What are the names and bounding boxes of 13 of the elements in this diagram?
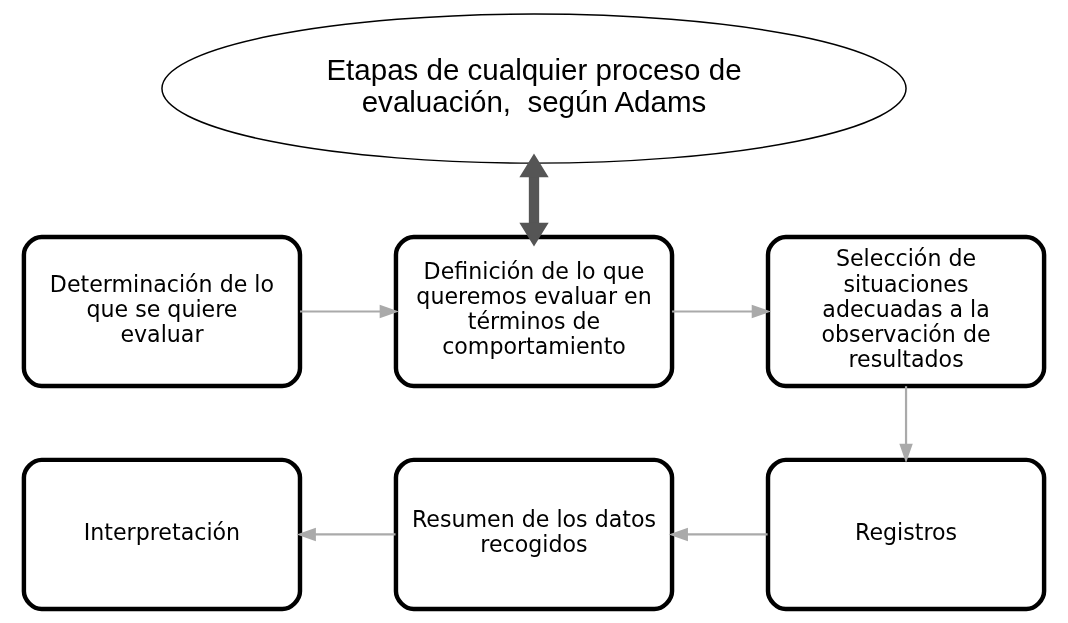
arrow — [300, 304, 399, 319]
node-box: Registros — [765, 457, 1047, 612]
node-box: Definición de lo que queremos evaluar en términos de comportamiento — [393, 234, 675, 389]
arrow — [519, 153, 549, 247]
node-box: Selección de situaciones adecuadas a la observación de resultados — [765, 234, 1047, 389]
node-ellipse: Etapas de cualquier proceso de evaluación, según Adams — [161, 13, 907, 164]
arrow — [899, 386, 913, 463]
arrow — [672, 304, 771, 319]
node-box: Determinación de lo que se quiere evaluar — [21, 234, 303, 389]
arrow — [668, 527, 768, 542]
arrow — [296, 527, 396, 542]
node-box: Interpretación — [21, 457, 303, 612]
node-box: Resumen de los datos recogidos — [393, 457, 675, 612]
